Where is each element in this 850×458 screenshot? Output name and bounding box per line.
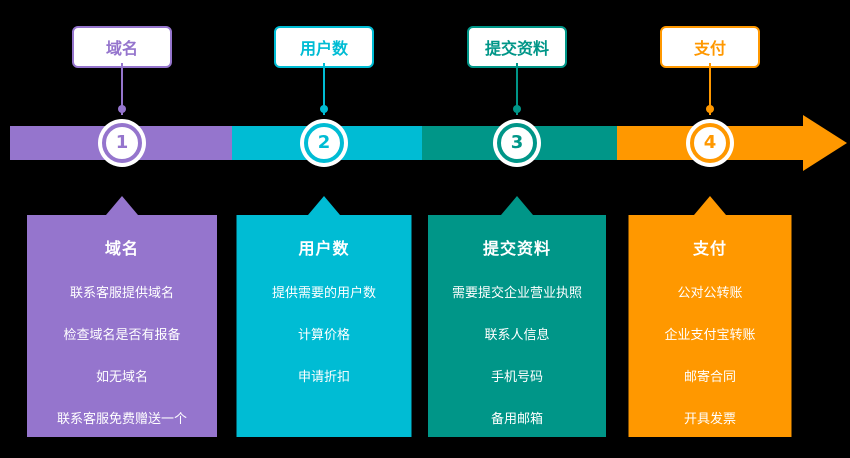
card-item: 手机号码	[490, 370, 543, 385]
card-item: 计算价格	[297, 328, 350, 343]
timeline-arrow-head-icon	[803, 115, 847, 171]
card-title: 域名	[104, 239, 139, 258]
card-item: 联系客服提供域名	[69, 286, 174, 301]
connector-line	[709, 63, 711, 115]
card-item: 公对公转账	[677, 286, 743, 301]
card-item: 需要提交企业营业执照	[451, 286, 582, 301]
connector-line	[516, 63, 518, 115]
step-card: 支付 公对公转账 企业支付宝转账 邮寄合同 开具发票	[628, 215, 792, 437]
connector-line	[121, 63, 123, 115]
card-item: 开具发票	[683, 412, 736, 427]
card-item: 备用邮箱	[490, 412, 543, 427]
step-card: 域名 联系客服提供域名 检查域名是否有报备 如无域名 联系客服免费赠送一个	[27, 215, 217, 437]
step-column-payment: 支付 4 支付 公对公转账 企业支付宝转账 邮寄合同 开具发票	[600, 0, 820, 458]
card-title: 支付	[692, 239, 727, 258]
connector-line	[323, 63, 325, 115]
card-notch-icon	[694, 196, 726, 215]
step-number-badge: 2	[304, 123, 344, 163]
card-item: 企业支付宝转账	[664, 328, 756, 343]
step-card: 提交资料 需要提交企业营业执照 联系人信息 手机号码 备用邮箱	[428, 215, 606, 437]
connector-dot-icon	[513, 105, 521, 113]
connector-dot-icon	[320, 105, 328, 113]
card-item: 提供需要的用户数	[271, 286, 376, 301]
card-notch-icon	[501, 196, 533, 215]
step-column-users: 用户数 2 用户数 提供需要的用户数 计算价格 申请折扣	[214, 0, 434, 458]
card-item: 申请折扣	[297, 370, 350, 385]
step-label: 域名	[72, 26, 172, 68]
card-item: 联系人信息	[484, 328, 550, 343]
card-item: 检查域名是否有报备	[63, 328, 181, 343]
connector-dot-icon	[118, 105, 126, 113]
step-number-badge: 4	[690, 123, 730, 163]
step-card: 用户数 提供需要的用户数 计算价格 申请折扣	[236, 215, 412, 437]
card-notch-icon	[106, 196, 138, 215]
step-label: 用户数	[274, 26, 374, 68]
step-column-domain: 域名 1 域名 联系客服提供域名 检查域名是否有报备 如无域名 联系客服免费赠送…	[12, 0, 232, 458]
card-item: 联系客服免费赠送一个	[56, 412, 187, 427]
card-notch-icon	[308, 196, 340, 215]
card-item: 如无域名	[95, 370, 148, 385]
step-column-materials: 提交资料 3 提交资料 需要提交企业营业执照 联系人信息 手机号码 备用邮箱	[407, 0, 627, 458]
step-label: 支付	[660, 26, 760, 68]
card-item: 邮寄合同	[683, 370, 736, 385]
card-title: 提交资料	[482, 239, 551, 258]
card-title: 用户数	[298, 239, 350, 258]
step-number-badge: 3	[497, 123, 537, 163]
step-number-badge: 1	[102, 123, 142, 163]
connector-dot-icon	[706, 105, 714, 113]
step-label: 提交资料	[467, 26, 567, 68]
